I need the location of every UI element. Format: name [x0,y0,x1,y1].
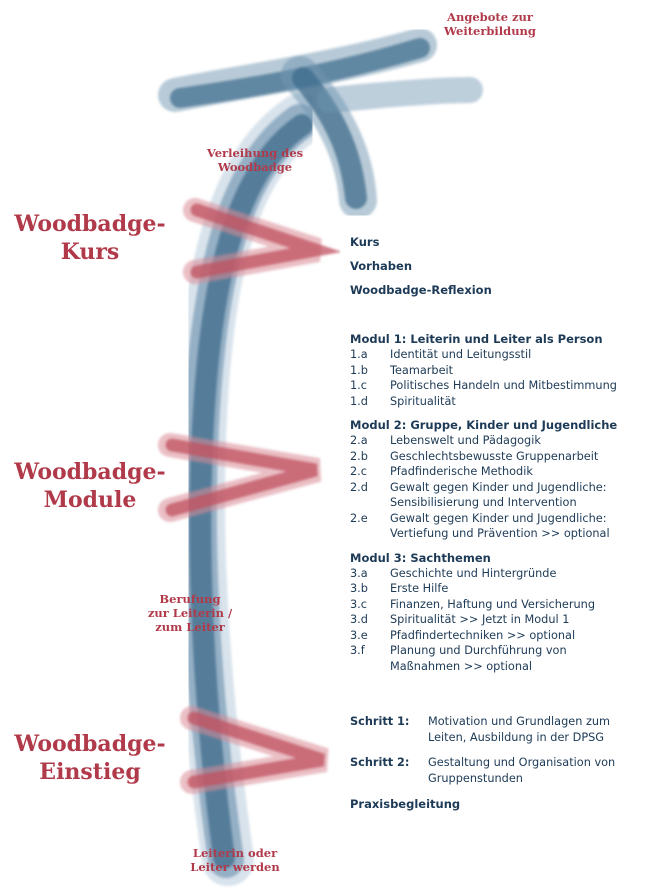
weiterbildung-line1: Angebote zur [447,10,533,24]
kurs-title-line1: Woodbadge- [14,211,166,237]
module-title-line2: Module [43,487,137,513]
step-1-label: Schritt 1: [350,715,410,728]
einstieg-steps: Schritt 1: Motivation und Grundlagen zum… [350,714,640,812]
step-2-line2: Gruppenstunden [428,771,523,785]
kurs-title-line2: Kurs [60,239,120,265]
module-2-title: Modul 2: Gruppe, Kinder und Jugendliche [350,418,618,432]
kurs-item: Kurs [350,235,380,249]
stage-title-kurs: Woodbadge- Kurs [10,210,170,266]
weiterbildung-line2: Weiterbildung [444,24,536,38]
kurs-items: Kurs Vorhaben Woodbadge-Reflexion [350,234,630,298]
module-1-title: Modul 1: Leiterin und Leiter als Person [350,332,603,346]
leiter-werden-line2: Leiter werden [190,860,280,874]
step-2-label: Schritt 2: [350,756,410,769]
stage-title-einstieg: Woodbadge- Einstieg [10,730,170,786]
berufung-label: Berufung zur Leiterin / zum Leiter [130,592,250,634]
weiterbildung-label: Angebote zur Weiterbildung [420,10,560,38]
blue-top-branches [158,28,483,219]
kurs-item: Woodbadge-Reflexion [350,283,492,297]
modules-section: Modul 1: Leiterin und Leiter als Person … [350,332,640,674]
red-marks [158,198,342,794]
praxisbegleitung: Praxisbegleitung [350,797,461,811]
einstieg-title-line1: Woodbadge- [14,731,166,757]
stage-title-module: Woodbadge- Module [10,458,170,514]
leiter-werden-line1: Leiterin oder [192,846,278,860]
berufung-line1: Berufung [159,592,221,606]
module-2: Modul 2: Gruppe, Kinder und Jugendliche … [350,418,640,542]
step-1-line1: Motivation und Grundlagen zum [428,715,611,728]
step-2-line1: Gestaltung und Organisation von [428,756,616,769]
step-2: Schritt 2: Gestaltung und Organisation v… [350,755,640,786]
step-1-line2: Leiten, Ausbildung in der DPSG [428,730,605,744]
verleihung-line1: Verleihung des [206,146,304,160]
berufung-line3: zum Leiter [155,620,225,634]
kurs-item: Vorhaben [350,259,413,273]
step-1: Schritt 1: Motivation und Grundlagen zum… [350,714,640,745]
berufung-line2: zur Leiterin / [147,606,233,620]
verleihung-label: Verleihung des Woodbadge [200,146,310,174]
leiter-werden-label: Leiterin oder Leiter werden [180,846,290,874]
module-title-line1: Woodbadge- [14,459,166,485]
module-3-title: Modul 3: Sachthemen [350,550,491,565]
module-1: Modul 1: Leiterin und Leiter als Person … [350,332,640,409]
verleihung-line2: Woodbadge [217,160,293,174]
einstieg-title-line2: Einstieg [39,759,141,785]
